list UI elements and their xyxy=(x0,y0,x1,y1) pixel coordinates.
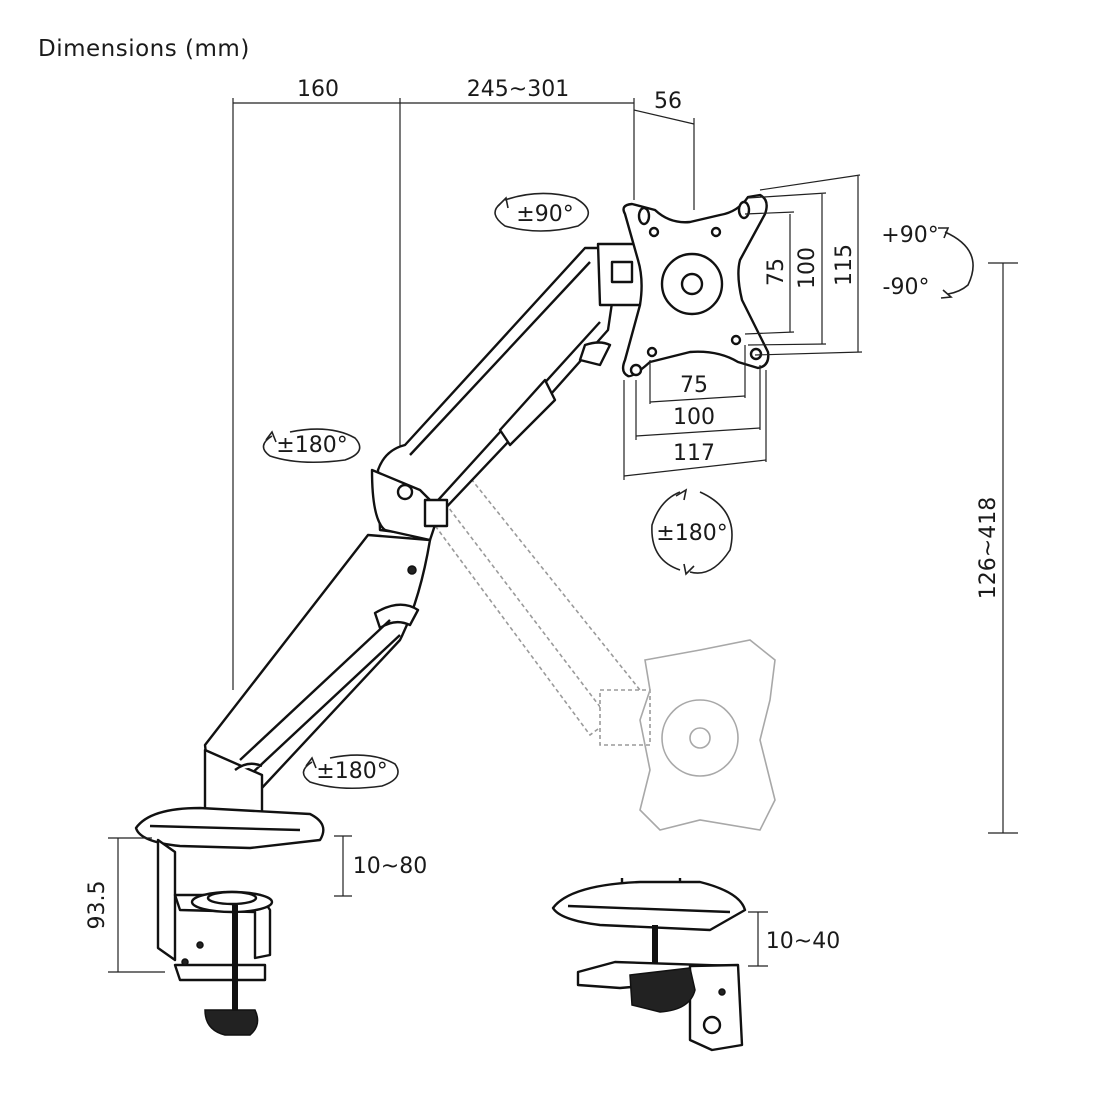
rotation-arrow-icon xyxy=(494,192,590,232)
desk-clamp xyxy=(134,806,325,1036)
monitor-mount-arm xyxy=(203,242,647,827)
rotation-arrow-icon xyxy=(938,227,974,299)
dim-clamp-thickness: 10~80 xyxy=(353,854,427,879)
vesa-height-dimension-lines xyxy=(744,174,863,356)
dim-height-range: 126~418 xyxy=(976,497,1001,599)
page-title: Dimensions (mm) xyxy=(38,36,250,62)
dim-vesa-width-100: 100 xyxy=(673,405,715,430)
dim-plate-height-115: 115 xyxy=(832,244,857,286)
dim-vesa-height-100: 100 xyxy=(795,247,820,289)
dim-clamp-height: 93.5 xyxy=(85,881,110,930)
clamp-thickness-dimension xyxy=(334,835,352,897)
grommet-base xyxy=(551,878,747,1052)
clamp-height-dimension xyxy=(108,837,165,973)
dim-arm-reach-1: 160 xyxy=(297,77,339,102)
dim-vesa-width-75: 75 xyxy=(680,373,708,398)
ghost-arm-position xyxy=(398,439,776,831)
dim-plate-depth: 56 xyxy=(654,89,682,114)
dim-plate-width-117: 117 xyxy=(673,441,715,466)
rotation-arrow-icon xyxy=(262,428,361,464)
vesa-width-dimension-lines xyxy=(623,345,767,480)
rotation-arrow-icon xyxy=(651,488,733,576)
rotation-plate-spin: ±180° xyxy=(656,521,727,546)
grommet-thickness-dimension xyxy=(748,911,768,967)
rotation-base: ±180° xyxy=(316,759,387,784)
rotation-tilt-up: +90° xyxy=(881,223,938,248)
vesa-plate xyxy=(621,193,770,378)
rotation-arrow-icon xyxy=(302,754,399,790)
height-range-dimension xyxy=(988,262,1018,834)
dim-arm-reach-2: 245~301 xyxy=(467,77,569,102)
rotation-tilt-plate: ±90° xyxy=(516,202,573,227)
top-dimension-lines xyxy=(232,98,695,690)
dim-grommet-thickness: 10~40 xyxy=(766,929,840,954)
rotation-elbow: ±180° xyxy=(276,433,347,458)
dim-vesa-height-75: 75 xyxy=(764,258,789,286)
rotation-tilt-down: -90° xyxy=(883,275,930,300)
